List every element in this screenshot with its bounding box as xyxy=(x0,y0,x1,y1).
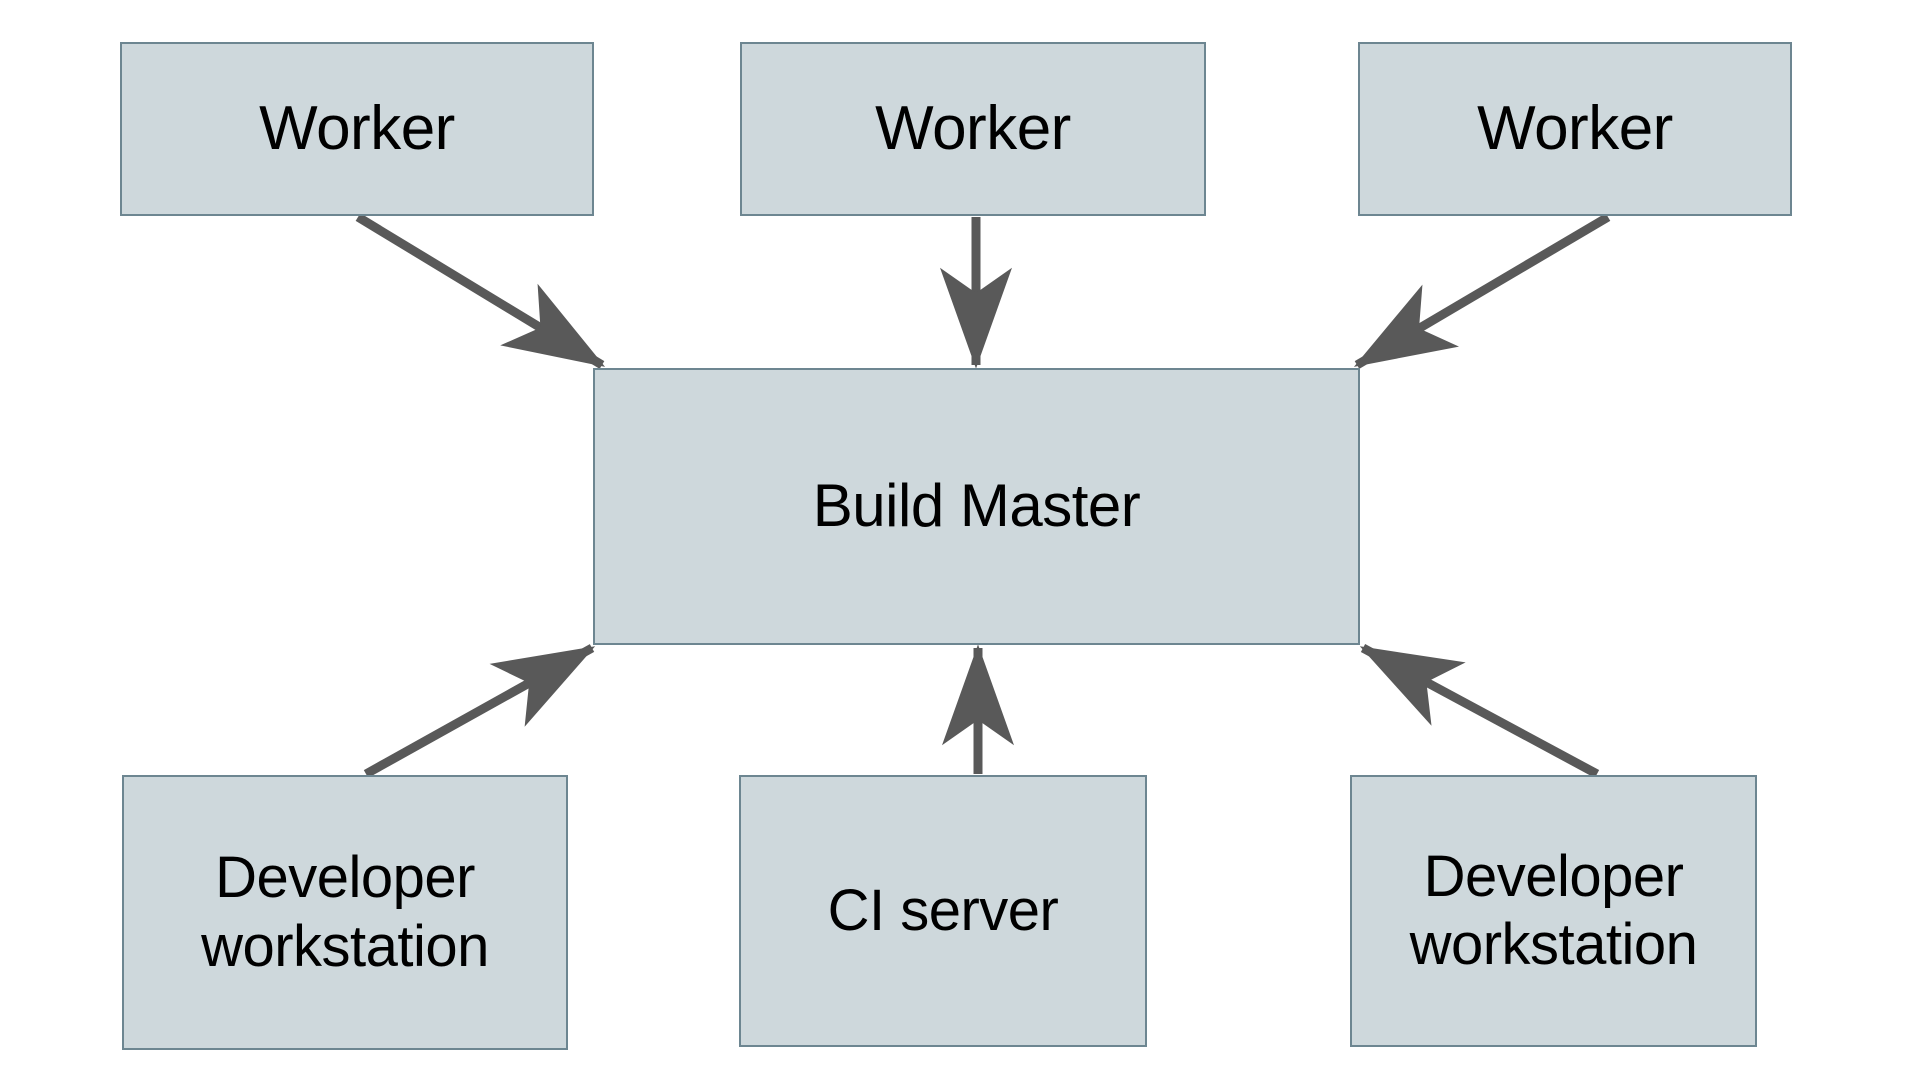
node-worker-1-label: Worker xyxy=(259,94,455,164)
node-developer-workstation-right[interactable]: Developer workstation xyxy=(1350,775,1757,1047)
node-worker-1[interactable]: Worker xyxy=(120,42,594,216)
node-worker-2-label: Worker xyxy=(875,94,1071,164)
node-build-master[interactable]: Build Master xyxy=(593,368,1360,645)
edge-devleft-to-master xyxy=(363,644,596,778)
node-worker-2[interactable]: Worker xyxy=(740,42,1206,216)
edge-devright-to-master xyxy=(1359,644,1600,778)
node-ci-server-label: CI server xyxy=(827,877,1059,943)
edge-worker3-to-master xyxy=(1353,213,1611,369)
node-ci-server[interactable]: CI server xyxy=(739,775,1147,1047)
node-worker-3-label: Worker xyxy=(1477,94,1673,164)
node-developer-workstation-left-label: Developer workstation xyxy=(201,845,489,979)
node-worker-3[interactable]: Worker xyxy=(1358,42,1792,216)
node-build-master-label: Build Master xyxy=(812,472,1141,540)
node-developer-workstation-right-label: Developer workstation xyxy=(1409,843,1698,977)
edge-worker1-to-master xyxy=(355,213,606,369)
node-developer-workstation-left[interactable]: Developer workstation xyxy=(122,775,568,1050)
